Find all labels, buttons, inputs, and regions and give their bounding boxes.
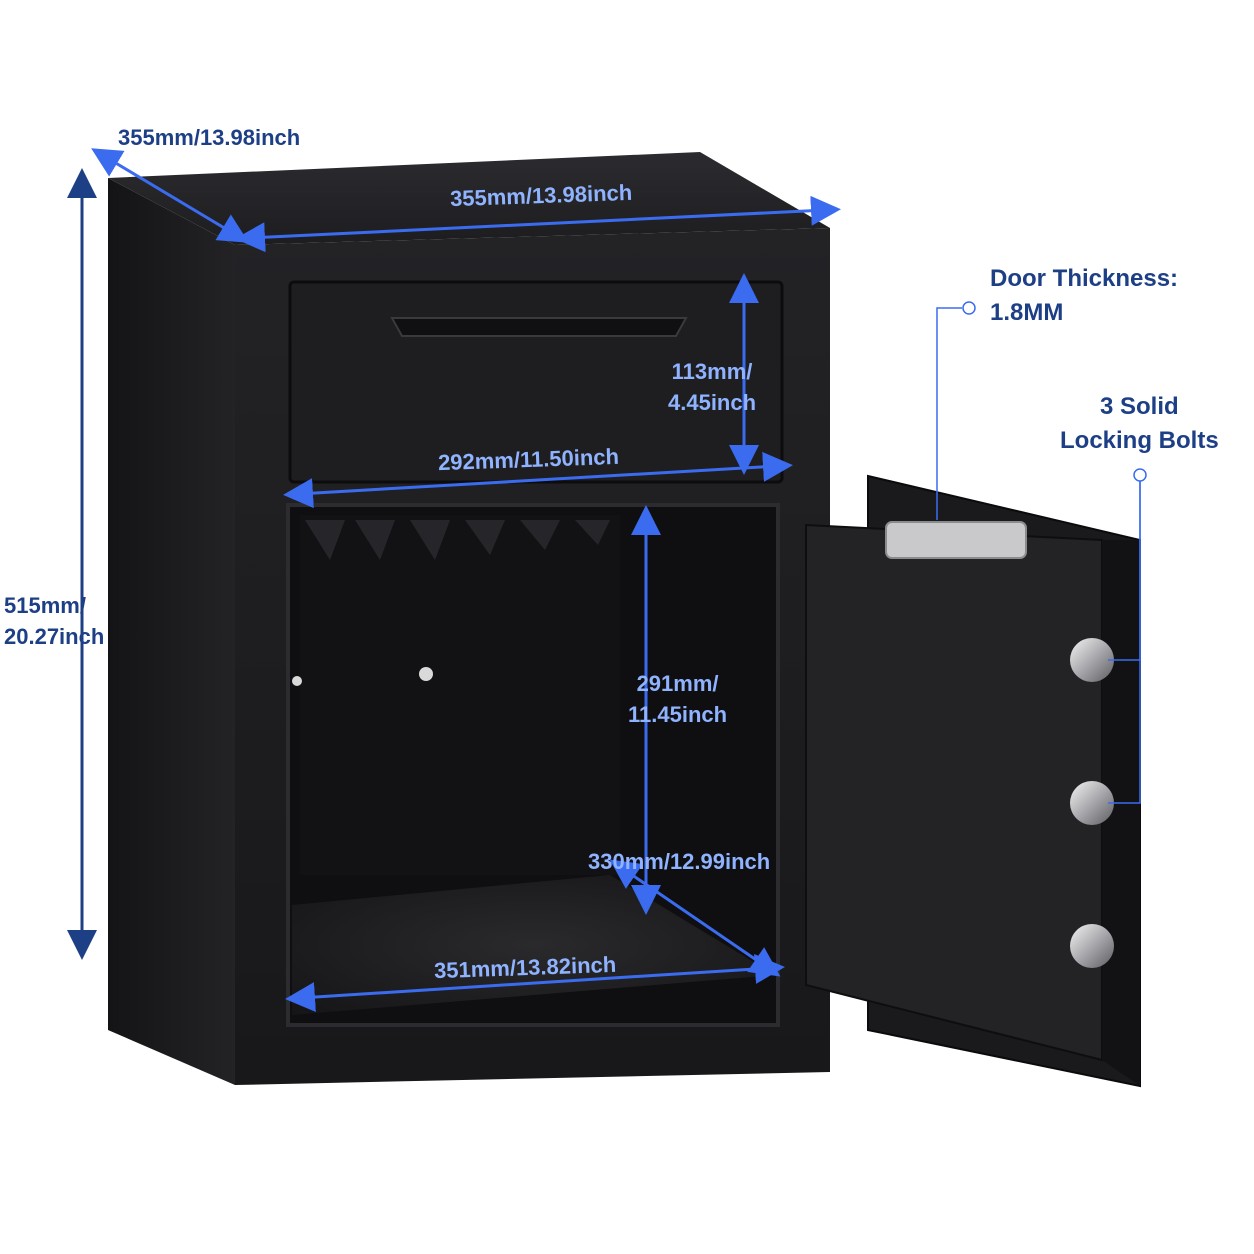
- mount-hole: [292, 676, 302, 686]
- drawer-width-label: 292mm/11.50inch: [437, 443, 620, 476]
- depth-top-line: [91, 148, 249, 243]
- door-plate-latch: [885, 521, 1027, 559]
- door-thickness-dot: [962, 301, 976, 315]
- locking-bolt: [1070, 781, 1114, 825]
- bolts-dot: [1133, 468, 1147, 482]
- drawer-width-line: [283, 451, 793, 509]
- height-label: 515mm/ 20.27inch: [4, 590, 104, 652]
- mount-hole: [419, 667, 433, 681]
- door-thickness-leader: [936, 307, 962, 520]
- door-thickness-value: 1.8MM: [990, 299, 1064, 326]
- width-top-label: 355mm/13.98inch: [449, 179, 633, 212]
- drawer-height-label: 113mm/ 4.45inch: [668, 356, 756, 418]
- depth-top-label: 355mm/13.98inch: [118, 125, 301, 150]
- safe-side-panel: [108, 178, 235, 1085]
- drawer-height-line2: 4.45inch: [668, 390, 757, 415]
- door-thickness-callout: Door Thickness: 1.8MM: [990, 262, 1178, 330]
- locking-bolts-line1: 3 Solid: [1099, 393, 1179, 420]
- locking-bolts: [1070, 638, 1114, 968]
- inner-depth-line: [609, 859, 781, 977]
- callout-leaders: [936, 301, 1147, 804]
- inner-height-line1: 291mm/: [636, 671, 719, 696]
- dimension-lines: [67, 148, 841, 1013]
- height-label-line1: 515mm/: [4, 593, 86, 618]
- inner-height-line2: 11.45inch: [628, 702, 728, 727]
- inner-width-label: 351mm/13.82inch: [433, 951, 617, 984]
- drawer-handle: [390, 317, 688, 337]
- door-inner-box: [805, 523, 1103, 1062]
- locking-bolts-line2: Locking Bolts: [1060, 427, 1219, 454]
- locking-bolts-callout: 3 Solid Locking Bolts: [1060, 390, 1219, 458]
- inner-back-wall: [300, 515, 620, 875]
- locking-bolt: [1070, 638, 1114, 682]
- inner-width-line: [285, 953, 785, 1013]
- locking-bolt: [1070, 924, 1114, 968]
- baffle-teeth: [305, 520, 610, 560]
- width-top-line: [235, 195, 841, 253]
- inner-height-label: 291mm/ 11.45inch: [628, 668, 727, 730]
- height-label-line2: 20.27inch: [4, 624, 105, 649]
- bolts-leader: [1108, 480, 1141, 804]
- door-thickness-title: Door Thickness:: [990, 265, 1179, 292]
- drawer-height-line1: 113mm/: [671, 359, 753, 384]
- inner-depth-label: 330mm/12.99inch: [588, 849, 771, 874]
